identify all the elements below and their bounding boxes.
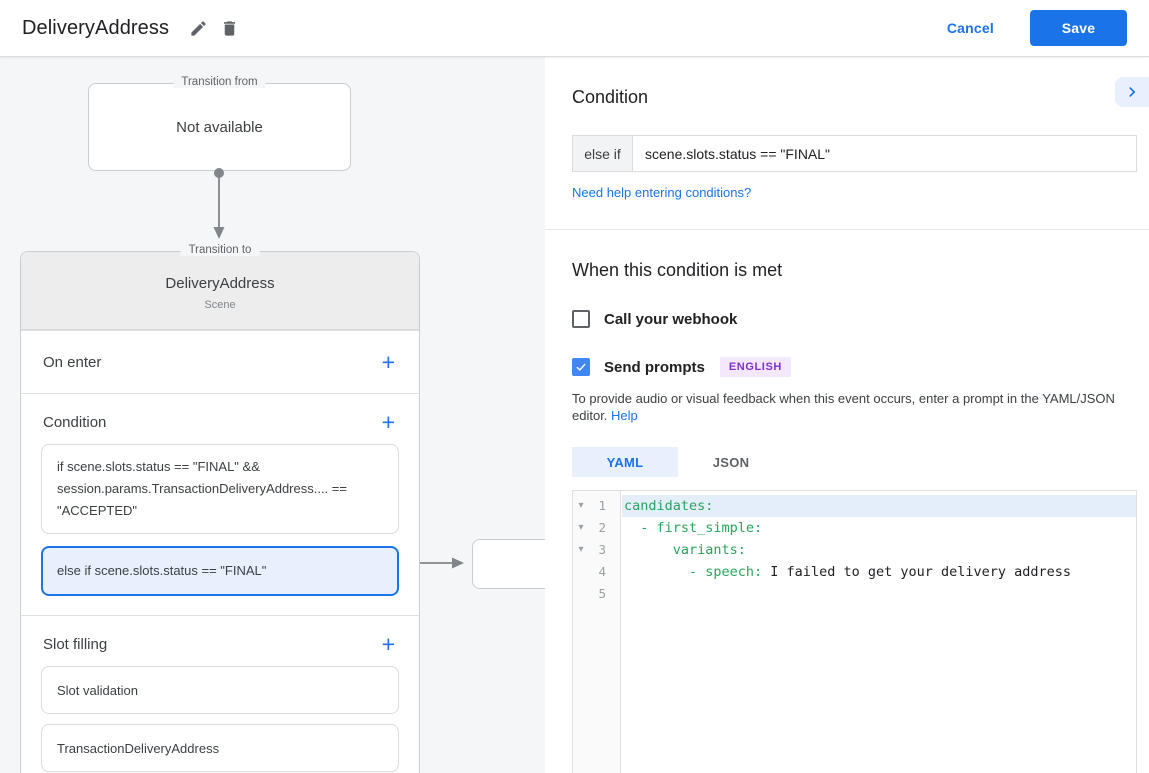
- add-on-enter-button[interactable]: +: [381, 349, 395, 375]
- tab-json[interactable]: JSON: [678, 447, 784, 477]
- code-line[interactable]: 5: [573, 583, 1136, 605]
- yaml-value: I failed to get your delivery address: [762, 564, 1072, 580]
- line-number: 4: [598, 564, 606, 579]
- pencil-icon: [191, 20, 206, 36]
- line-number: 2: [598, 520, 606, 535]
- panel-heading: Condition: [572, 87, 649, 107]
- yaml-key: - first_simple:: [624, 520, 763, 536]
- condition-editor-panel: Condition else if Need help entering con…: [545, 57, 1149, 773]
- fold-toggle-icon[interactable]: ▾: [578, 522, 584, 533]
- transition-from-legend: Transition from: [173, 76, 266, 88]
- scene-flow-canvas: Transition from Not available Transition…: [0, 57, 545, 773]
- fold-toggle-icon[interactable]: ▾: [578, 500, 584, 511]
- on-enter-section: On enter +: [21, 330, 419, 393]
- help-link[interactable]: Help: [611, 408, 638, 423]
- on-enter-label: On enter: [43, 353, 102, 371]
- app-header: DeliveryAddress Cancel Save: [0, 0, 1149, 57]
- chevron-right-icon: [1129, 87, 1136, 97]
- yaml-key: - speech:: [624, 564, 763, 580]
- condition-item[interactable]: if scene.slots.status == "FINAL" && sess…: [41, 444, 399, 534]
- webhook-row: Call your webhook: [572, 310, 1149, 328]
- prompt-description: To provide audio or visual feedback when…: [572, 390, 1139, 424]
- send-prompts-checkbox[interactable]: [572, 358, 590, 376]
- language-badge: ENGLISH: [719, 357, 791, 377]
- scene-card: Transition to DeliveryAddress Scene On e…: [20, 244, 420, 773]
- code-line[interactable]: ▾ 3 variants:: [573, 539, 1136, 561]
- slot-item[interactable]: Slot validation: [41, 666, 399, 714]
- slot-filling-label: Slot filling: [43, 635, 108, 653]
- webhook-label: Call your webhook: [604, 310, 738, 328]
- condition-item-selected[interactable]: else if scene.slots.status == "FINAL": [41, 546, 399, 596]
- check-icon: [576, 363, 586, 371]
- send-prompts-label: Send prompts: [604, 358, 705, 376]
- page-title: DeliveryAddress: [22, 16, 170, 39]
- line-number: 1: [598, 498, 606, 513]
- condition-section: Condition + if scene.slots.status == "FI…: [21, 393, 419, 615]
- code-line[interactable]: ▾ 1 candidates:: [573, 495, 1136, 517]
- line-number: 5: [598, 586, 606, 601]
- webhook-checkbox[interactable]: [572, 310, 590, 328]
- transition-from-value: Not available: [176, 118, 263, 136]
- add-slot-button[interactable]: +: [381, 631, 395, 657]
- code-line[interactable]: ▾ 2 - first_simple:: [573, 517, 1136, 539]
- trash-icon: [224, 20, 236, 36]
- conditions-help-link[interactable]: Need help entering conditions?: [572, 185, 752, 200]
- collapse-panel-button[interactable]: [1115, 77, 1149, 107]
- editor-gutter: [573, 491, 621, 773]
- scene-name: DeliveryAddress: [165, 274, 275, 292]
- transition-to-legend: Transition to: [180, 244, 260, 256]
- slot-filling-section: Slot filling + Slot validation Transacti…: [21, 615, 419, 772]
- transition-from-box[interactable]: Transition from Not available: [88, 76, 351, 171]
- code-lines: ▾ 1 candidates: ▾ 2 - first_simple: ▾ 3 varian…: [573, 491, 1136, 605]
- code-line[interactable]: 4 - speech: I failed to get your deliver…: [573, 561, 1136, 583]
- fold-toggle-icon[interactable]: ▾: [578, 544, 584, 555]
- section-divider: [545, 229, 1149, 230]
- delete-scene-button[interactable]: [214, 13, 245, 44]
- add-condition-button[interactable]: +: [381, 409, 395, 435]
- edit-scene-button[interactable]: [183, 13, 214, 44]
- condition-expression-input[interactable]: [632, 135, 1137, 172]
- send-prompts-row: Send prompts ENGLISH: [572, 357, 1149, 377]
- scene-card-header[interactable]: DeliveryAddress Scene: [21, 252, 419, 330]
- line-number: 3: [598, 542, 606, 557]
- tab-yaml[interactable]: YAML: [572, 447, 678, 477]
- condition-section-label: Condition: [43, 413, 107, 431]
- cancel-button[interactable]: Cancel: [946, 20, 994, 36]
- prompt-description-text: To provide audio or visual feedback when…: [572, 391, 1115, 423]
- yaml-key: candidates:: [624, 498, 714, 514]
- condition-prefix: else if: [572, 135, 632, 172]
- condition-input-row: else if: [572, 135, 1137, 172]
- save-button[interactable]: Save: [1030, 10, 1127, 46]
- yaml-key: variants:: [624, 542, 746, 558]
- transition-target-box[interactable]: [472, 539, 545, 589]
- editor-tabs: YAML JSON: [572, 447, 1149, 477]
- scene-type-label: Scene: [204, 298, 236, 311]
- when-met-heading: When this condition is met: [572, 260, 783, 280]
- slot-item[interactable]: TransactionDeliveryAddress: [41, 724, 399, 772]
- yaml-editor[interactable]: ▾ 1 candidates: ▾ 2 - first_simple: ▾ 3 varian…: [572, 490, 1137, 773]
